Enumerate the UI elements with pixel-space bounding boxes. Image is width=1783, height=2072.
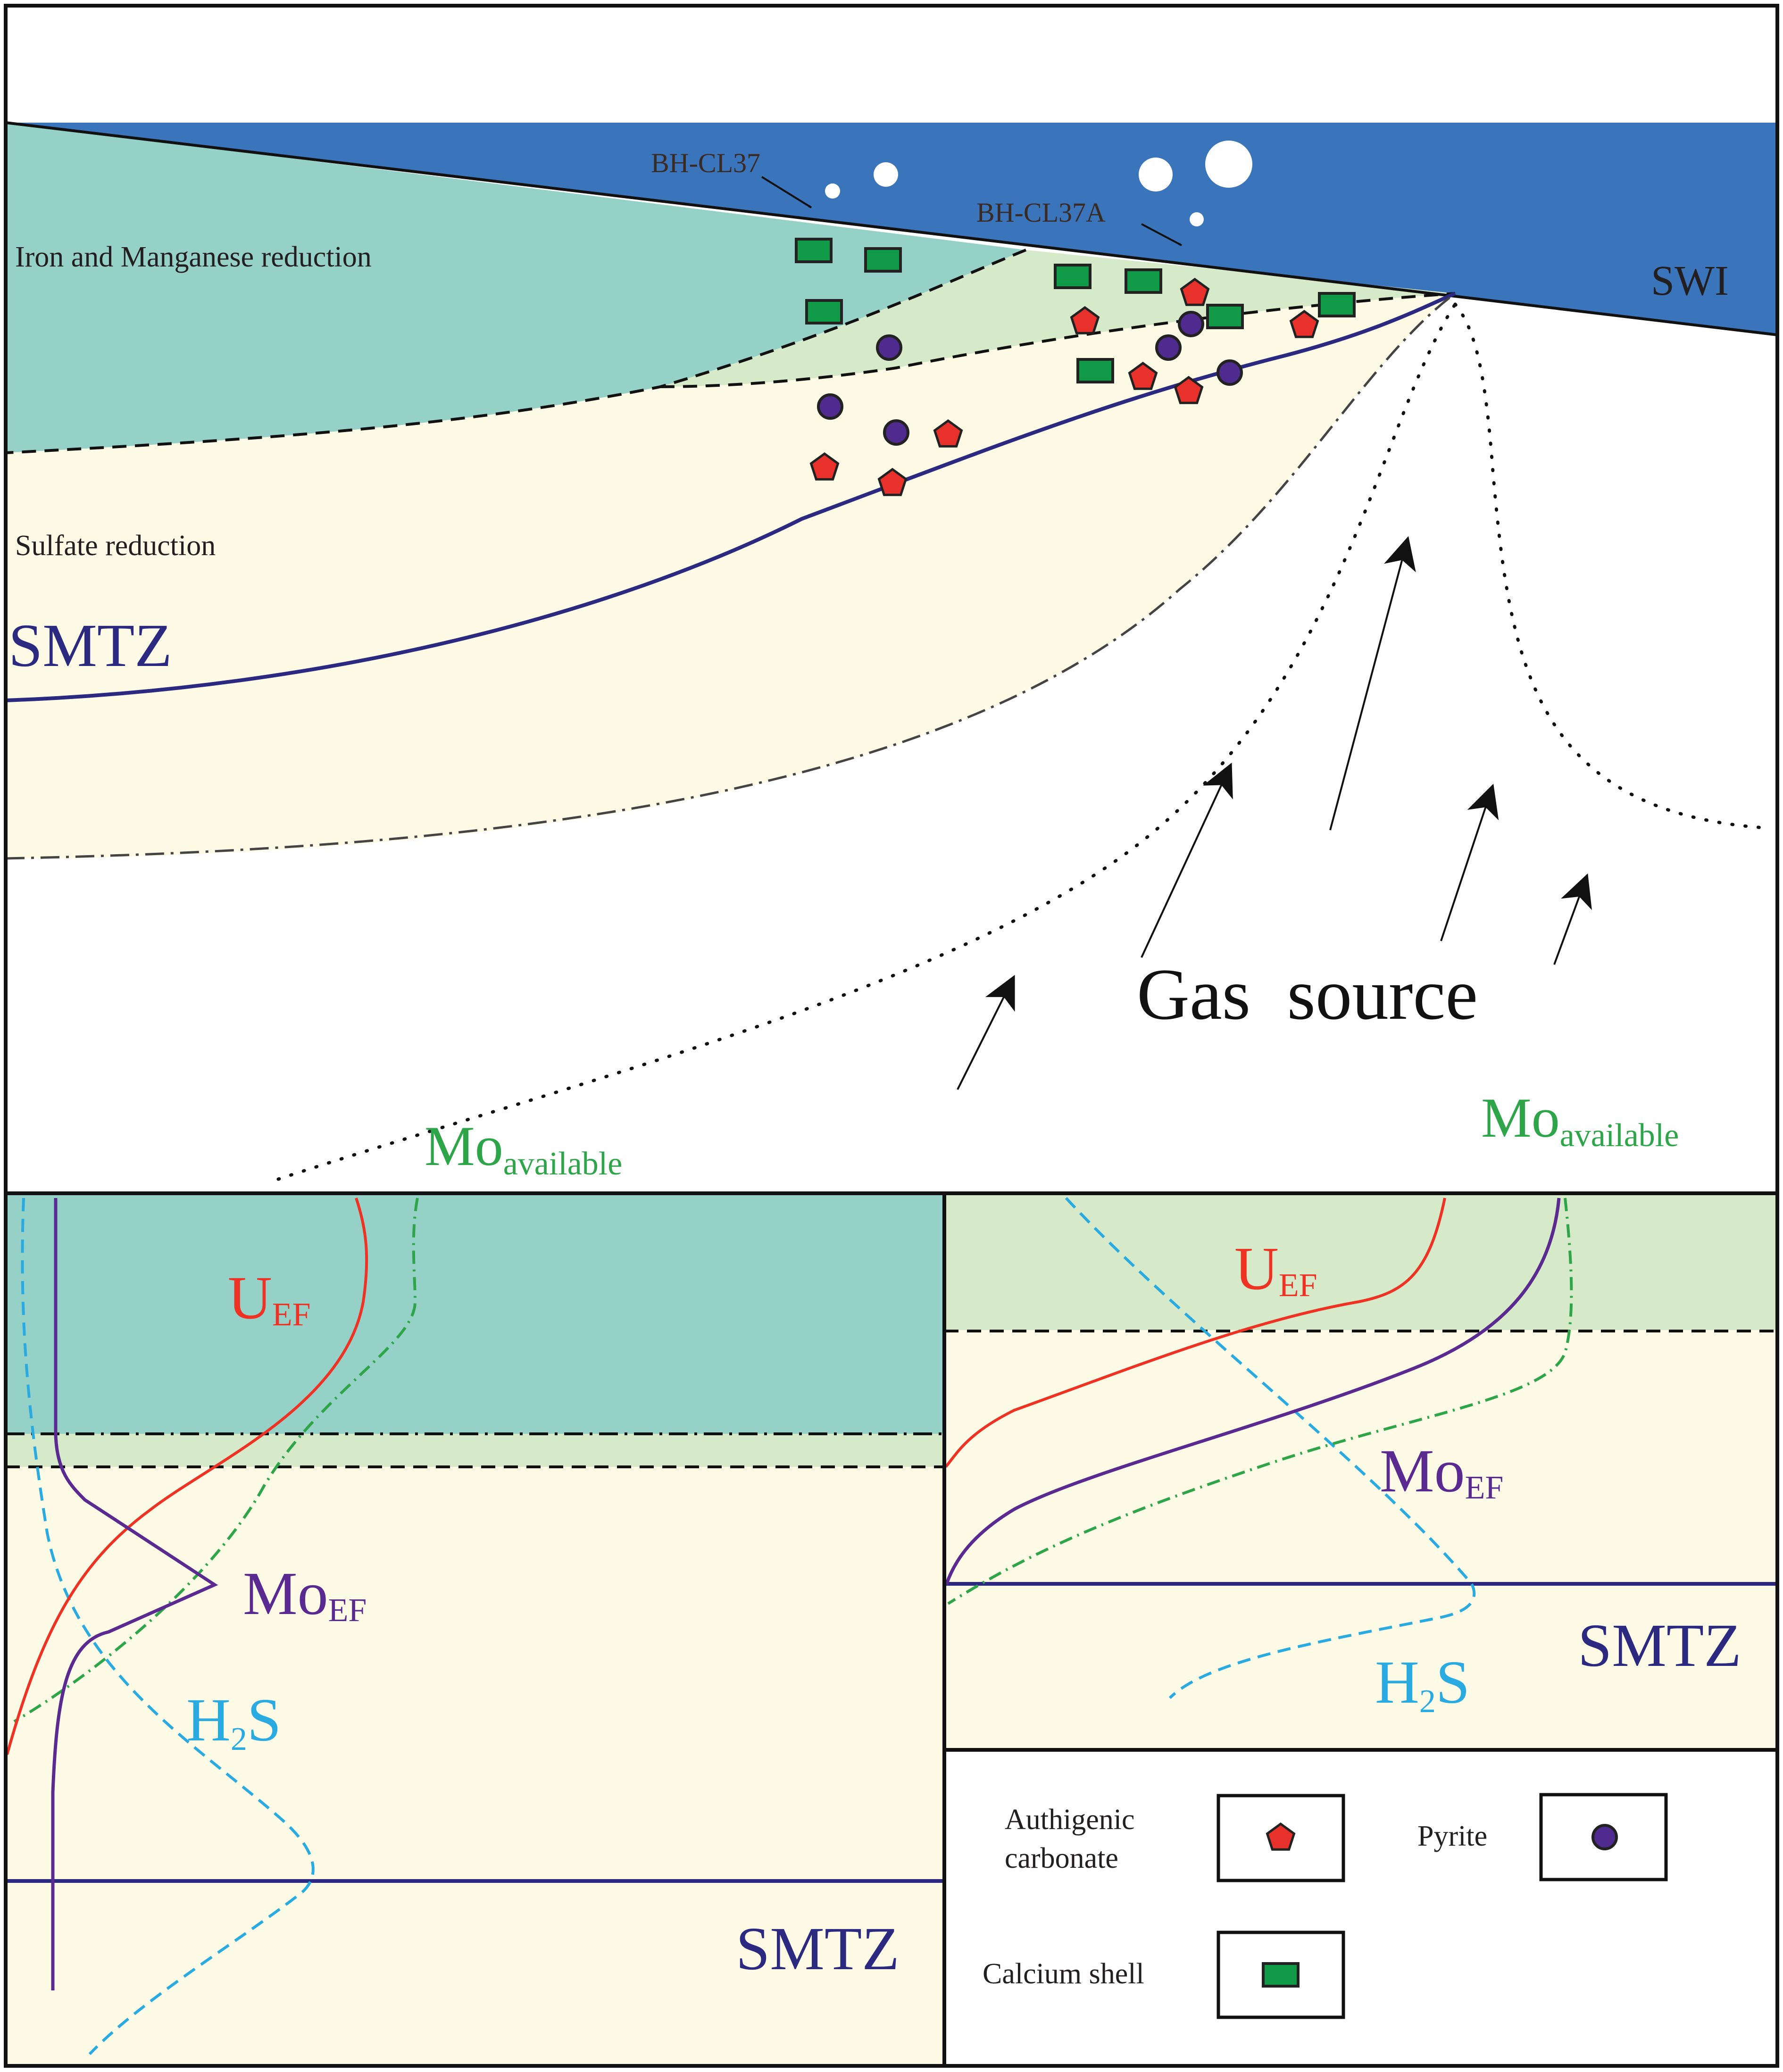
methane-front-boundary bbox=[5, 292, 1456, 860]
left-smtz-label: SMTZ bbox=[736, 1915, 900, 1983]
right-u-ef-label: UEF bbox=[1234, 1235, 1317, 1304]
gas-arrow bbox=[1329, 536, 1416, 831]
right-panel-transition-bg bbox=[944, 1193, 1777, 1330]
bh-cl37-label: BH-CL37 bbox=[651, 148, 760, 178]
left-profile-panel: UEF MoEF H2S SMTZ bbox=[6, 1193, 944, 2066]
pyrite-marker bbox=[1178, 311, 1204, 337]
iron-zone-boundary bbox=[5, 249, 1027, 454]
frames bbox=[4, 4, 1779, 2068]
right-mo-ef-label: MoEF bbox=[1380, 1437, 1503, 1506]
right-mo-ef-curve bbox=[944, 1198, 1561, 1586]
pyrite-marker bbox=[1155, 334, 1182, 361]
gas-plume-left-boundary bbox=[276, 302, 1457, 1181]
legend-calcium-shell-label: Calcium shell bbox=[983, 1958, 1144, 1990]
left-h2s-curve bbox=[21, 1198, 315, 2055]
gas-bubble bbox=[874, 162, 898, 187]
bh-cl37a-label: BH-CL37A bbox=[976, 197, 1106, 228]
transition-zone bbox=[660, 250, 1455, 387]
pyrite-marker bbox=[876, 334, 902, 361]
left-mo-ef-curve bbox=[51, 1198, 218, 1990]
left-mo-ef-label: MoEF bbox=[243, 1560, 367, 1629]
gas-arrow bbox=[957, 974, 1015, 1090]
mo-available-left-label: Moavailable bbox=[425, 1115, 622, 1182]
gas-bubbles bbox=[825, 141, 1252, 226]
right-profile-panel: UEF MoEF H2S SMTZ bbox=[944, 1193, 1777, 1750]
gas-arrow bbox=[1440, 783, 1499, 941]
gas-source-label: Gas source bbox=[1137, 954, 1478, 1035]
bh-cl37a-pointer bbox=[1141, 223, 1182, 246]
swi-line bbox=[5, 121, 1778, 336]
left-u-ef-label: UEF bbox=[228, 1264, 311, 1333]
pyrite-marker bbox=[1216, 359, 1243, 386]
calcium-shell-marker bbox=[805, 299, 843, 325]
sulfate-zone-boundary bbox=[660, 292, 1456, 388]
top-cross-section: SWI BH-CL37 BH-CL37A Iron and Manganese … bbox=[5, 121, 1778, 1182]
gas-arrow bbox=[1141, 762, 1233, 958]
right-mo-available-curve bbox=[947, 1198, 1573, 1605]
left-panel-transition-bg bbox=[6, 1434, 944, 1467]
legend-calcium-shell-symbol bbox=[1262, 1962, 1300, 1988]
gas-bubble bbox=[1190, 212, 1204, 226]
calcium-shell-marker bbox=[1076, 358, 1114, 383]
left-mo-available-curve bbox=[13, 1198, 419, 1723]
sulfate-reduction-label: Sulfate reduction bbox=[15, 530, 216, 562]
calcium-shell-marker bbox=[1318, 292, 1356, 317]
gas-arrows bbox=[957, 536, 1592, 1090]
swi-label: SWI bbox=[1651, 258, 1729, 304]
right-h2s-label: H2S bbox=[1375, 1648, 1470, 1720]
calcium-shell-marker bbox=[795, 238, 833, 263]
legend-pyrite-symbol bbox=[1591, 1824, 1618, 1850]
iron-manganese-label: Iron and Manganese reduction bbox=[15, 241, 372, 273]
pyrite-marker bbox=[883, 419, 909, 446]
smtz-main-label: SMTZ bbox=[8, 612, 172, 680]
right-smtz-label: SMTZ bbox=[1578, 1612, 1741, 1680]
gas-bubble bbox=[1139, 158, 1173, 191]
gas-bubble bbox=[825, 183, 840, 199]
calcium-shells bbox=[795, 238, 1356, 383]
legend: Authigenic carbonate Pyrite Calcium shel… bbox=[983, 1793, 1668, 2019]
pyrite-grains bbox=[817, 311, 1243, 446]
mo-available-right-label: Moavailable bbox=[1481, 1086, 1679, 1154]
outer-frame bbox=[4, 4, 1779, 2068]
legend-carbonate-label-line2: carbonate bbox=[1005, 1842, 1118, 1874]
sulfate-reduction-zone bbox=[6, 293, 1455, 858]
gas-arrow bbox=[1553, 873, 1592, 965]
iron-manganese-zone bbox=[6, 123, 1026, 453]
legend-carbonate-label-line1: Authigenic bbox=[1005, 1804, 1135, 1836]
left-u-ef-curve bbox=[6, 1198, 368, 1755]
calcium-shell-marker bbox=[1125, 268, 1162, 294]
right-h2s-curve bbox=[1065, 1197, 1476, 1699]
gas-plume-right-boundary bbox=[1453, 302, 1766, 830]
calcium-shell-marker bbox=[1206, 304, 1244, 329]
left-h2s-label: H2S bbox=[186, 1686, 281, 1757]
pyrite-marker bbox=[817, 393, 843, 420]
right-u-ef-curve bbox=[944, 1198, 1446, 1468]
gas-bubble bbox=[1205, 141, 1252, 188]
left-panel-iron-bg bbox=[6, 1193, 944, 1434]
legend-pyrite-label: Pyrite bbox=[1417, 1820, 1487, 1852]
bh-cl37-pointer bbox=[761, 176, 812, 208]
calcium-shell-marker bbox=[864, 247, 902, 273]
calcium-shell-marker bbox=[1054, 264, 1091, 289]
